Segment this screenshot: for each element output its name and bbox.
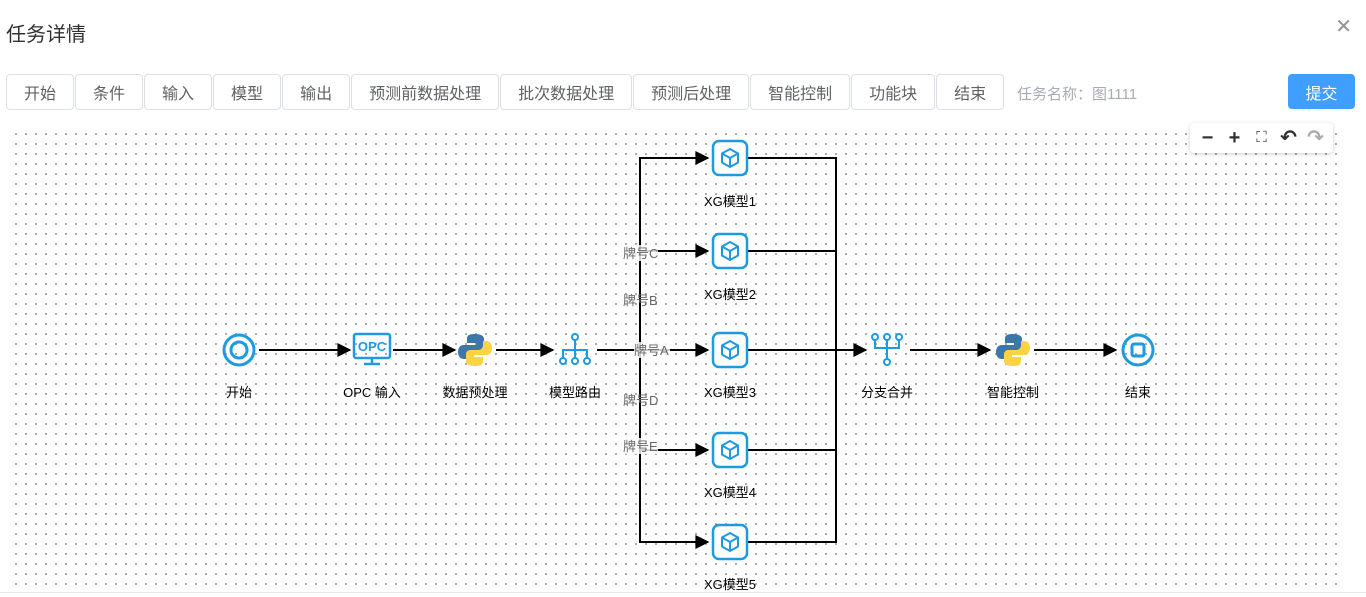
node-toolbar: 开始 条件 输入 模型 输出 预测前数据处理 批次数据处理 预测后处理 智能控制… <box>6 74 1005 110</box>
close-icon[interactable]: ✕ <box>1335 16 1352 38</box>
svg-text:XG模型3: XG模型3 <box>704 385 756 400</box>
submit-button[interactable]: 提交 <box>1288 74 1355 109</box>
merge-icon <box>871 333 903 366</box>
cube-icon <box>721 439 739 461</box>
cube-icon <box>721 531 739 553</box>
svg-text:OPC 输入: OPC 输入 <box>343 385 401 400</box>
python-icon <box>458 334 492 366</box>
branch-tree-icon <box>559 333 591 365</box>
tool-start[interactable]: 开始 <box>6 74 75 110</box>
node-model-2[interactable]: XG模型2 <box>704 232 756 302</box>
cube-icon <box>721 147 739 169</box>
svg-text:分支合并: 分支合并 <box>861 385 913 400</box>
dialog-title: 任务详情 <box>6 24 86 46</box>
node-model-3[interactable]: XG模型3 <box>704 331 756 400</box>
zoom-out-icon[interactable]: − <box>1201 127 1214 149</box>
node-model-4[interactable]: XG模型4 <box>704 431 756 500</box>
tool-condition[interactable]: 条件 <box>75 74 144 110</box>
svg-text:OPC: OPC <box>358 339 387 354</box>
start-icon <box>222 333 256 367</box>
node-preprocess[interactable]: 数据预处理 <box>442 334 508 400</box>
svg-text:XG模型5: XG模型5 <box>704 577 756 592</box>
svg-text:模型路由: 模型路由 <box>549 385 601 400</box>
svg-text:XG模型2: XG模型2 <box>704 287 756 302</box>
edge-label-d: 牌号D <box>623 393 658 408</box>
svg-text:结束: 结束 <box>1125 385 1151 400</box>
tool-input[interactable]: 输入 <box>144 74 213 110</box>
edge-label-c: 牌号C <box>623 246 658 261</box>
node-opc-input[interactable]: OPC OPC 输入 <box>343 332 401 400</box>
canvas-controls: − + ⛶ ↶ ↷ <box>1190 123 1333 153</box>
undo-icon[interactable]: ↶ <box>1280 127 1297 149</box>
tool-preprocess[interactable]: 预测前数据处理 <box>351 74 500 110</box>
zoom-in-icon[interactable]: + <box>1228 127 1241 149</box>
redo-icon[interactable]: ↷ <box>1307 127 1324 149</box>
node-model-5[interactable]: XG模型5 <box>704 523 756 592</box>
tool-postprocess[interactable]: 预测后处理 <box>633 74 750 110</box>
svg-text:开始: 开始 <box>226 385 252 400</box>
edge-label-b: 牌号B <box>623 293 658 308</box>
divider <box>0 592 1366 593</box>
python-icon <box>996 334 1030 366</box>
flow-canvas[interactable] <box>8 126 1344 592</box>
tool-function-block[interactable]: 功能块 <box>851 74 936 110</box>
edge-label-e: 牌号E <box>623 439 658 454</box>
svg-text:数据预处理: 数据预处理 <box>442 385 507 400</box>
svg-text:XG模型1: XG模型1 <box>704 194 756 209</box>
monitor-icon: OPC <box>352 332 392 366</box>
tool-model[interactable]: 模型 <box>213 74 282 110</box>
node-model-1[interactable]: XG模型1 <box>704 139 756 209</box>
stop-icon <box>1121 333 1155 367</box>
node-smart-control[interactable]: 智能控制 <box>987 334 1039 400</box>
edges <box>259 151 1118 549</box>
tool-output[interactable]: 输出 <box>282 74 351 110</box>
edge-labels: 牌号C 牌号B 牌号A 牌号D 牌号E <box>622 245 670 454</box>
svg-text:智能控制: 智能控制 <box>987 385 1039 400</box>
node-model-router[interactable]: 模型路由 <box>549 333 601 400</box>
cube-icon <box>721 240 739 262</box>
edge-label-a: 牌号A <box>634 343 669 358</box>
node-start[interactable]: 开始 <box>222 333 256 400</box>
cube-icon <box>721 339 739 361</box>
svg-text:XG模型4: XG模型4 <box>704 485 756 500</box>
fit-view-icon[interactable]: ⛶ <box>1256 129 1267 146</box>
tool-batch[interactable]: 批次数据处理 <box>500 74 633 110</box>
tool-smart-control[interactable]: 智能控制 <box>750 74 851 110</box>
tool-end[interactable]: 结束 <box>936 74 1005 110</box>
task-name: 任务名称：图1111 <box>1017 86 1138 103</box>
node-end[interactable]: 结束 <box>1121 333 1155 400</box>
node-branch-merge[interactable]: 分支合并 <box>861 333 913 400</box>
